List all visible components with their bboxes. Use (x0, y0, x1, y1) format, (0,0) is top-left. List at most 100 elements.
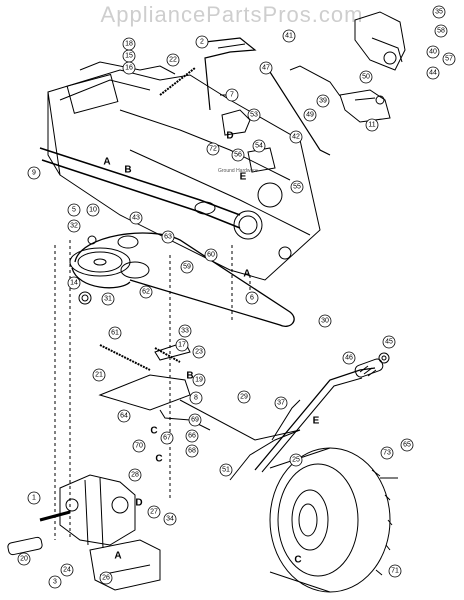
callout-22: 22 (166, 53, 180, 67)
callout-circle (195, 35, 209, 49)
callout-circle (316, 94, 330, 108)
callout-49: 49 (303, 108, 317, 122)
callout-circle (128, 468, 142, 482)
callout-circle (382, 335, 396, 349)
callout-26: 26 (99, 571, 113, 585)
callout-number: 56 (234, 152, 242, 159)
callout-circle (92, 368, 106, 382)
callout-3: 3 (48, 575, 62, 589)
callout-number: 16 (125, 65, 133, 72)
section-letter-a: A (243, 269, 250, 280)
callout-number: 43 (132, 215, 140, 222)
callout-5: 5 (67, 203, 81, 217)
callout-number: 35 (435, 9, 443, 16)
callouts: 1235678910111415161718192021222324252627… (17, 5, 456, 589)
callout-circle (231, 148, 245, 162)
callout-circle (160, 431, 174, 445)
callout-1: 1 (27, 491, 41, 505)
callout-35: 35 (432, 5, 446, 19)
callout-circle (185, 429, 199, 443)
callout-circle (188, 413, 202, 427)
callout-circle (252, 139, 266, 153)
callout-17: 17 (175, 338, 189, 352)
callout-circle (289, 130, 303, 144)
callout-67: 67 (160, 431, 174, 445)
callout-9: 9 (27, 166, 41, 180)
callout-27: 27 (147, 505, 161, 519)
callout-55: 55 (290, 180, 304, 194)
callout-circle (192, 373, 206, 387)
callout-number: 42 (292, 134, 300, 141)
callout-number: 60 (207, 252, 215, 259)
callout-number: 32 (70, 223, 78, 230)
callout-number: 65 (403, 442, 411, 449)
callout-circle (388, 564, 402, 578)
callout-circle (147, 505, 161, 519)
callout-circle (99, 571, 113, 585)
callout-circle (122, 61, 136, 75)
callout-10: 10 (86, 203, 100, 217)
callout-number: 26 (102, 575, 110, 582)
callout-number: 53 (250, 112, 258, 119)
callout-circle (274, 396, 288, 410)
callout-circle (259, 61, 273, 75)
callout-number: 1 (32, 495, 36, 502)
callout-circle (245, 291, 259, 305)
callout-number: 57 (445, 56, 453, 63)
callout-circle (192, 345, 206, 359)
callout-number: 61 (111, 330, 119, 337)
callout-71: 71 (388, 564, 402, 578)
callout-69: 69 (188, 413, 202, 427)
callout-64: 64 (117, 409, 131, 423)
section-letter-e: E (313, 416, 320, 427)
frame-drawing (7, 11, 406, 593)
callout-7: 7 (225, 88, 239, 102)
callout-number: 39 (319, 98, 327, 105)
callout-25: 25 (289, 453, 303, 467)
callout-circle (380, 446, 394, 460)
callout-circle (189, 391, 203, 405)
section-letter-e: E (240, 172, 247, 183)
callout-circle (282, 29, 296, 43)
callout-65: 65 (400, 438, 414, 452)
callout-circle (318, 314, 332, 328)
callout-28: 28 (128, 468, 142, 482)
callout-number: 64 (120, 413, 128, 420)
callout-number: 23 (195, 349, 203, 356)
callout-number: 59 (183, 264, 191, 271)
callout-16: 16 (122, 61, 136, 75)
callout-51: 51 (219, 463, 233, 477)
callout-circle (86, 203, 100, 217)
callout-29: 29 (237, 390, 251, 404)
callout-number: 15 (125, 53, 133, 60)
callout-number: 49 (306, 112, 314, 119)
callout-number: 9 (32, 170, 36, 177)
callout-circle (289, 453, 303, 467)
callout-circle (237, 390, 251, 404)
callout-number: 19 (195, 377, 203, 384)
callout-19: 19 (192, 373, 206, 387)
callout-73: 73 (380, 446, 394, 460)
callout-circle (48, 575, 62, 589)
callout-number: 20 (20, 556, 28, 563)
callout-circle (108, 326, 122, 340)
callout-62: 62 (139, 285, 153, 299)
callout-60: 60 (204, 248, 218, 262)
callout-33: 33 (178, 324, 192, 338)
callout-6: 6 (245, 291, 259, 305)
callout-44: 44 (426, 66, 440, 80)
callout-number: 10 (89, 207, 97, 214)
callout-circle (219, 463, 233, 477)
callout-14: 14 (67, 276, 81, 290)
callout-circle (27, 491, 41, 505)
callout-number: 27 (150, 509, 158, 516)
callout-number: 2 (200, 39, 204, 46)
callout-47: 47 (259, 61, 273, 75)
callout-number: 73 (383, 450, 391, 457)
callout-number: 24 (63, 567, 71, 574)
callout-number: 34 (166, 516, 174, 523)
callout-circle (247, 108, 261, 122)
callout-number: 71 (391, 568, 399, 575)
callout-circle (185, 444, 199, 458)
